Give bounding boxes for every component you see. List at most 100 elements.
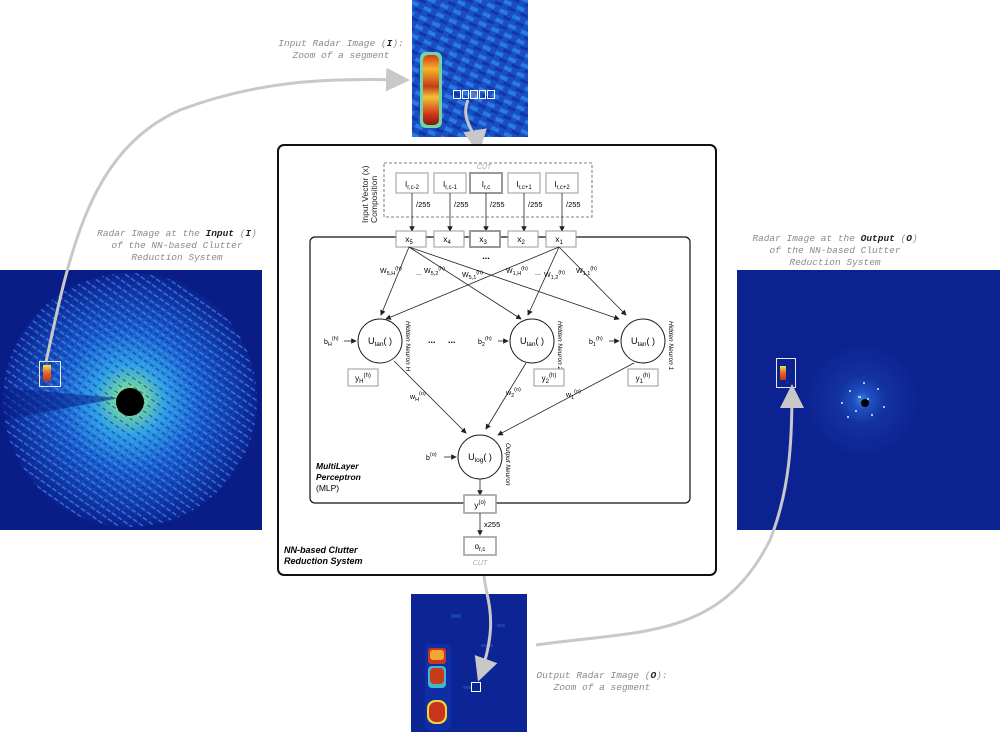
- x-label: x1: [555, 234, 563, 246]
- input-segment-highlight: [39, 361, 61, 387]
- input-pixel-boxes: Ir,c-2 Ir,c-1 Ir,c Ir,c+1 Ir,c+2: [395, 172, 579, 194]
- weight-label: W5,2(h): [424, 266, 445, 277]
- composition-label: Composition: [369, 175, 379, 223]
- neuron-func: Utan( ): [520, 336, 544, 348]
- weight-label: W1,1(h): [576, 266, 597, 277]
- neuron-func: Utan( ): [631, 336, 655, 348]
- y-hidden-box: [347, 368, 379, 387]
- divisor-label: /255: [566, 200, 581, 209]
- y-out-label: y(o): [474, 500, 486, 510]
- o-out-box: [463, 536, 497, 556]
- input-vector-window: [453, 90, 495, 99]
- caption-bold: O: [906, 233, 912, 244]
- weight-label: W5,1(h): [462, 270, 483, 281]
- input-label: Ir,c-1: [443, 180, 458, 191]
- neuron-func: Utan( ): [368, 336, 392, 348]
- divisor-label: /255: [528, 200, 543, 209]
- caption-text: (: [894, 233, 907, 244]
- input-vector-label: Input Vector (x): [360, 165, 370, 223]
- output-func: Ulog( ): [468, 452, 492, 464]
- x-label: x5: [405, 234, 413, 246]
- bias-label: b1(h): [589, 336, 603, 348]
- arrow-zoom-to-system: [463, 99, 487, 154]
- x-box: [469, 230, 501, 248]
- hidden-label: Hidden Neuron 2: [556, 321, 563, 371]
- input-label: Ir,c: [482, 180, 491, 191]
- caption-text: Output Radar Image (: [536, 670, 651, 681]
- bias-out-label: b(o): [426, 452, 437, 462]
- dots-label: ...: [482, 251, 490, 261]
- bias-label: bH(h): [324, 336, 339, 348]
- input-zoom-image: [412, 0, 528, 137]
- y-hidden-label: y2(h): [542, 373, 557, 385]
- caption-text: ):: [656, 670, 668, 681]
- arrow-system-to-zoom: [474, 574, 498, 682]
- mlp-label: Perceptron: [316, 472, 361, 482]
- divisor-label: /255: [454, 200, 469, 209]
- caption-text: ): [251, 228, 257, 239]
- x-box: [545, 230, 577, 248]
- input-label: Ir,c+1: [516, 180, 532, 191]
- y-hidden-label: y1(h): [636, 373, 651, 385]
- y-hidden-box: [627, 368, 659, 387]
- w-out-label: w2(o): [505, 387, 521, 399]
- mlp-label: MultiLayer: [316, 461, 359, 471]
- dots-label: ...: [428, 335, 436, 345]
- arrow-input-to-zoom: [44, 67, 410, 363]
- w-out-label: wH(o): [409, 391, 426, 403]
- y-hidden-label: yH(h): [355, 373, 371, 385]
- caption-text: Input Radar Image (: [278, 38, 387, 49]
- dots-label: ...: [448, 335, 456, 345]
- output-neuron-label: Output Neuron: [504, 443, 511, 486]
- output-pixel-marker: [471, 682, 481, 692]
- hidden-neuron-2: [509, 318, 555, 364]
- hidden-weight-lines: [380, 246, 627, 321]
- system-box: [277, 144, 717, 576]
- output-segment-hot-target: [780, 366, 786, 380]
- x-box: [433, 230, 465, 248]
- normalize-arrows: [409, 193, 565, 232]
- caption-text: Reduction System: [789, 257, 881, 268]
- x-label: x3: [479, 234, 487, 246]
- divisor-label: /255: [490, 200, 505, 209]
- hidden-neuron-H: [357, 318, 403, 364]
- mlp-label: (MLP): [316, 483, 339, 493]
- system-label: NN-based Clutter: [284, 545, 358, 555]
- divisor-label: /255: [416, 200, 431, 209]
- composition-box: [383, 162, 593, 218]
- arrow-zoom-to-output: [535, 384, 804, 647]
- caption-text: Zoom of a segment: [292, 50, 390, 61]
- weight-label: W1,H(h): [506, 266, 528, 277]
- dots-label: ...: [416, 270, 422, 277]
- x-label: x2: [517, 234, 525, 246]
- input-radar-image: [0, 270, 262, 530]
- dots-label: ...: [535, 270, 541, 277]
- bias-label: b2(h): [478, 336, 492, 348]
- nn-system-diagram: CUT Input Vector (x) Composition Ir,c-2 …: [277, 144, 717, 576]
- input-label: Ir,c+2: [554, 180, 570, 191]
- caption-bold: O: [650, 670, 657, 681]
- caption-bold: Output: [860, 233, 895, 244]
- multiply-label: x255: [484, 520, 500, 529]
- cut-label-top: CUT: [477, 164, 492, 171]
- w-out-label: w1(o): [565, 389, 581, 401]
- y-hidden-box: [533, 368, 565, 387]
- caption-bold: Input: [205, 228, 235, 239]
- caption-text: ): [911, 233, 918, 244]
- output-zoom-image: [411, 594, 527, 732]
- caption-text: of the NN-based Clutter: [111, 240, 243, 251]
- caption-bold: I: [245, 228, 252, 239]
- output-zoom-caption: Output Radar Image (O): Zoom of a segmen…: [534, 670, 670, 694]
- weight-label: W1,2(h): [544, 270, 565, 281]
- x-label: x4: [443, 234, 451, 246]
- x-nodes: x5 x4 x3 x2 x1: [395, 230, 577, 248]
- system-label: Reduction System: [284, 556, 363, 566]
- caption-text: Radar Image at the: [97, 228, 206, 239]
- caption-text: (: [234, 228, 246, 239]
- x-box: [395, 230, 427, 248]
- caption-text: Reduction System: [131, 252, 223, 263]
- o-out-label: or,c: [475, 542, 486, 553]
- cut-label-bottom: CUT: [473, 560, 488, 567]
- x-box: [507, 230, 539, 248]
